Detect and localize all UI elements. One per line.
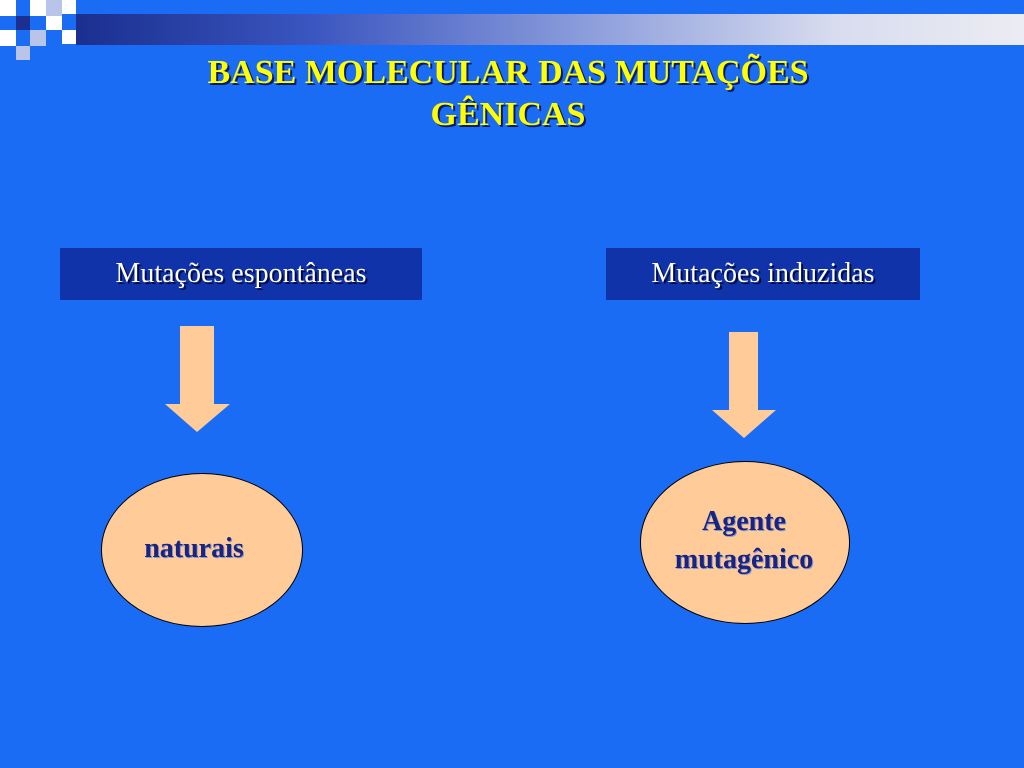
decor-square	[16, 16, 30, 30]
decor-square	[30, 0, 46, 16]
outcome-mutagenic-label: Agente mutagênico	[640, 503, 848, 579]
decor-square	[0, 30, 16, 46]
outcome-mutagenic-label-line1: Agente	[702, 506, 786, 537]
decor-square	[46, 0, 62, 16]
outcome-ellipse-mutagenic-agent	[640, 461, 850, 624]
outcome-mutagenic-label-line2: mutagênico	[674, 544, 814, 575]
outcome-ellipse-natural	[101, 473, 303, 627]
slide-title-line2: GÊNICAS	[430, 96, 586, 133]
outcome-natural-label: naturais	[144, 533, 244, 564]
down-arrow-right	[712, 332, 776, 438]
box-induced-mutations: Mutações induzidas	[606, 248, 920, 300]
decor-square	[46, 16, 62, 30]
down-arrow-left	[165, 326, 230, 432]
decor-square	[16, 46, 30, 60]
header-gradient-bar	[76, 14, 1024, 45]
decor-square	[62, 30, 76, 44]
decor-square	[0, 0, 16, 16]
slide-title: BASE MOLECULAR DAS MUTAÇÕES GÊNICAS	[100, 52, 916, 136]
slide-title-line1: BASE MOLECULAR DAS MUTAÇÕES	[207, 54, 809, 91]
box-spontaneous-mutations: Mutações espontâneas	[60, 248, 422, 300]
decor-square	[62, 0, 76, 14]
decor-square	[30, 30, 46, 46]
